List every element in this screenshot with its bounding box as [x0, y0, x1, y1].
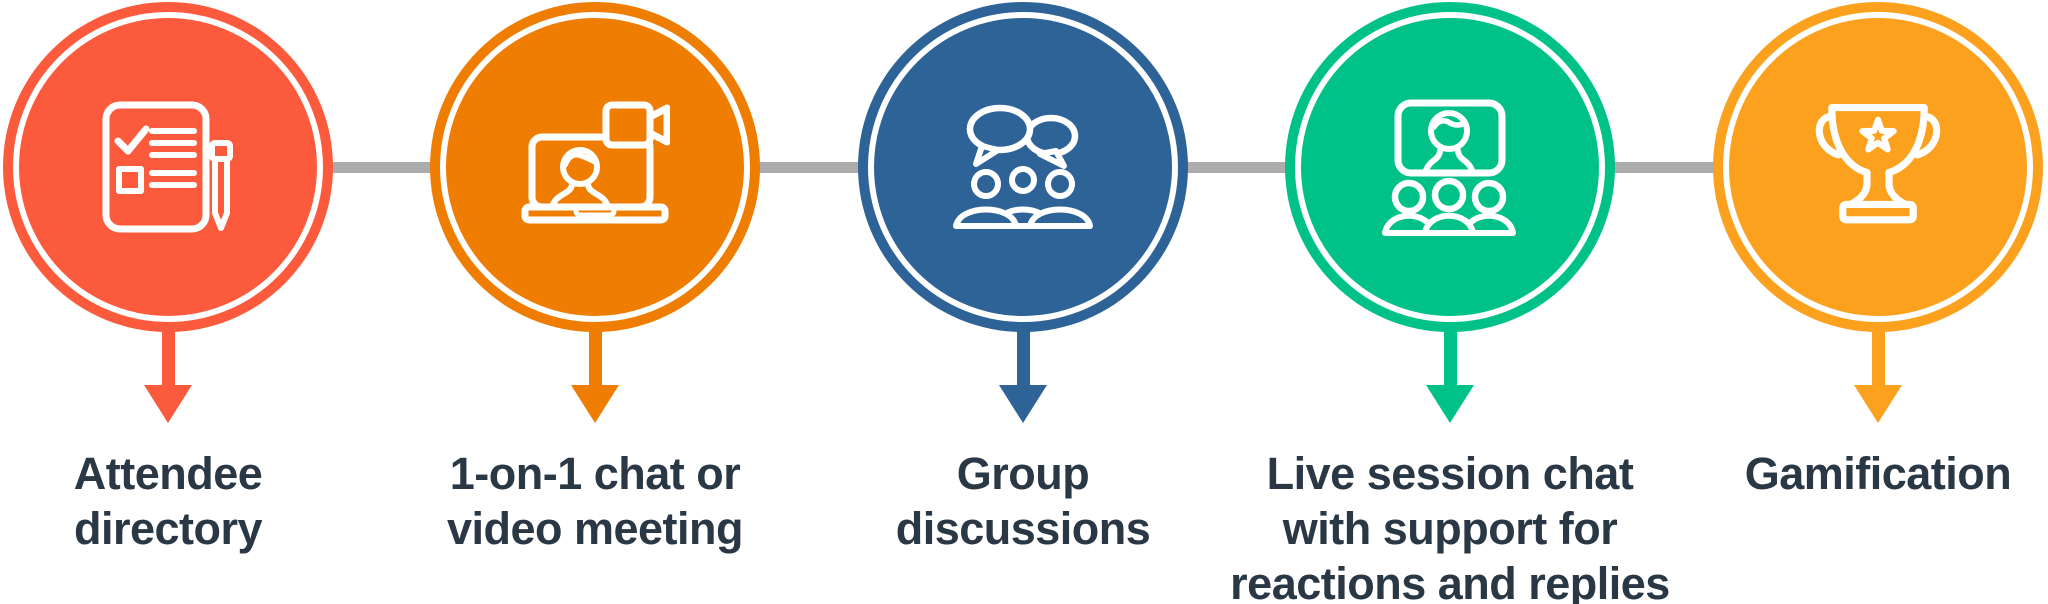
down-arrow-head: [571, 385, 619, 423]
feature-circle: [430, 2, 760, 332]
laptop-video-chat-icon: [430, 2, 760, 332]
feature-label: Gamification: [1744, 448, 2012, 499]
down-arrow-stem: [589, 330, 602, 387]
down-arrow-head: [144, 385, 192, 423]
circle-inner-ring: [440, 12, 750, 322]
feature-label: Group discussions: [895, 448, 1151, 554]
feature-circle: [1285, 2, 1615, 332]
feature-label: Attendee directory: [73, 448, 263, 554]
feature-circle: [3, 2, 333, 332]
down-arrow-stem: [1872, 330, 1885, 387]
presenter-audience-icon: [1285, 2, 1615, 332]
down-arrow-head: [999, 385, 1047, 423]
feature-circle: [1713, 2, 2043, 332]
circle-inner-ring: [1295, 12, 1605, 322]
circle-inner-ring: [868, 12, 1178, 322]
down-arrow-stem: [1017, 330, 1030, 387]
circle-inner-ring: [13, 12, 323, 322]
feature-circle: [858, 2, 1188, 332]
trophy-star-icon: [1713, 2, 2043, 332]
group-speech-bubbles-icon: [858, 2, 1188, 332]
down-arrow-stem: [1444, 330, 1457, 387]
feature-label: 1-on-1 chat or video meeting: [446, 448, 744, 554]
down-arrow-head: [1854, 385, 1902, 423]
down-arrow-stem: [162, 330, 175, 387]
down-arrow-head: [1426, 385, 1474, 423]
circle-inner-ring: [1723, 12, 2033, 322]
feature-label: Live session chat with support for react…: [1230, 448, 1670, 604]
checklist-pencil-icon: [3, 2, 333, 332]
